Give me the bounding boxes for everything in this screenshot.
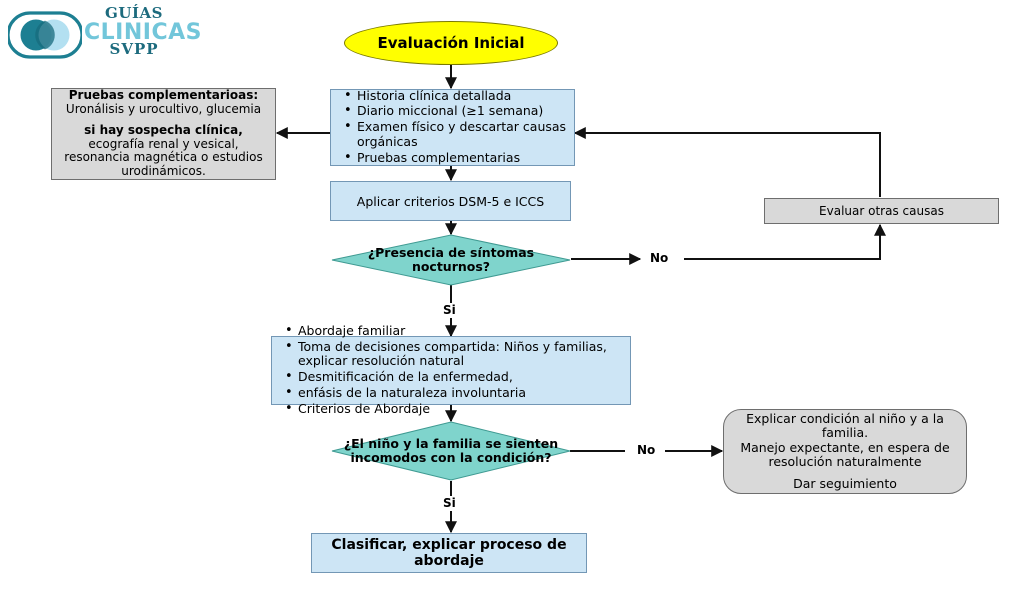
list-item: Pruebas complementarias <box>344 150 570 166</box>
complementary-tests-line1: Uronálisis y urocultivo, glucemia <box>65 101 262 116</box>
edge-no-to-other-causes <box>684 223 886 260</box>
assessment-bullet-list: Historia clínica detallada Diario miccio… <box>331 88 574 167</box>
svpp-logo: GUÍAS CLINICAS SVPP <box>4 4 202 66</box>
explain-condition-line3: Dar seguimiento <box>793 475 897 491</box>
edge-label-no-uncomfortable: No <box>637 443 656 457</box>
complementary-tests-line2: ecografía renal y vesical, resonancia ma… <box>64 136 263 179</box>
edge-label-no-nocturnal: No <box>650 251 669 265</box>
logo-line-svpp: SVPP <box>109 39 159 58</box>
explain-condition-line1: Explicar condición al niño y a la famili… <box>746 410 944 441</box>
management-bullet-list: Abordaje familiar Toma de decisiones com… <box>272 323 630 418</box>
list-item: Examen físico y descartar causas orgánic… <box>344 119 570 150</box>
list-item: Abordaje familiar <box>285 323 626 339</box>
edge-other-causes-loopback <box>573 127 881 197</box>
logo-circles-icon <box>6 10 84 60</box>
explain-condition-text: Explicar condición al niño y a la famili… <box>734 410 956 492</box>
node-start-evaluacion-inicial[interactable]: Evaluación Inicial <box>344 21 558 65</box>
list-item: Toma de decisiones compartida: Niños y f… <box>285 339 626 370</box>
edge-label-si-uncomfortable: Si <box>443 496 456 510</box>
node-other-causes-label: Evaluar otras causas <box>819 204 944 218</box>
node-decision-nocturnal-symptoms[interactable]: ¿Presencia de síntomas nocturnos? <box>331 234 571 286</box>
node-management-approach[interactable]: Abordaje familiar Toma de decisiones com… <box>271 323 631 416</box>
edge-label-si-nocturnal: Si <box>443 303 456 317</box>
node-start-label: Evaluación Inicial <box>377 34 525 52</box>
complementary-tests-text: Pruebas complementarioas: Uronálisis y u… <box>58 87 269 179</box>
node-decision-family-uncomfortable[interactable]: ¿El niño y la familia se sienten incomod… <box>331 421 571 481</box>
list-item: Historia clínica detallada <box>344 88 570 104</box>
logo-line-guias: GUÍAS <box>105 4 163 22</box>
list-item: Diario miccional (≥1 semana) <box>344 103 570 119</box>
node-explain-condition[interactable]: Explicar condición al niño y a la famili… <box>723 409 967 494</box>
complementary-tests-title: Pruebas complementarioas: <box>68 87 259 102</box>
complementary-tests-emphasis: si hay sospecha clínica, <box>84 122 243 137</box>
explain-condition-line2: Manejo expectante, en espera de resoluci… <box>740 439 950 470</box>
node-other-causes[interactable]: Evaluar otras causas <box>764 198 999 224</box>
node-criteria-label: Aplicar criterios DSM-5 e ICCS <box>356 193 545 209</box>
list-item: Criterios de Abordaje <box>285 401 626 417</box>
list-item: enfásis de la naturaleza involuntaria <box>285 385 626 401</box>
node-criteria-dsm5-iccs[interactable]: Aplicar criterios DSM-5 e ICCS <box>330 181 571 221</box>
logo-line-clinicas: CLINICAS <box>84 19 202 45</box>
node-complementary-tests[interactable]: Pruebas complementarioas: Uronálisis y u… <box>51 88 276 180</box>
logo-wordmark: GUÍAS CLINICAS SVPP <box>84 4 202 64</box>
node-assessment[interactable]: Historia clínica detallada Diario miccio… <box>330 88 575 167</box>
node-classify-label: Clasificar, explicar proceso de abordaje <box>331 537 567 569</box>
list-item: Desmitificación de la enfermedad, <box>285 369 626 385</box>
node-classify-explain-process[interactable]: Clasificar, explicar proceso de abordaje <box>311 533 587 573</box>
